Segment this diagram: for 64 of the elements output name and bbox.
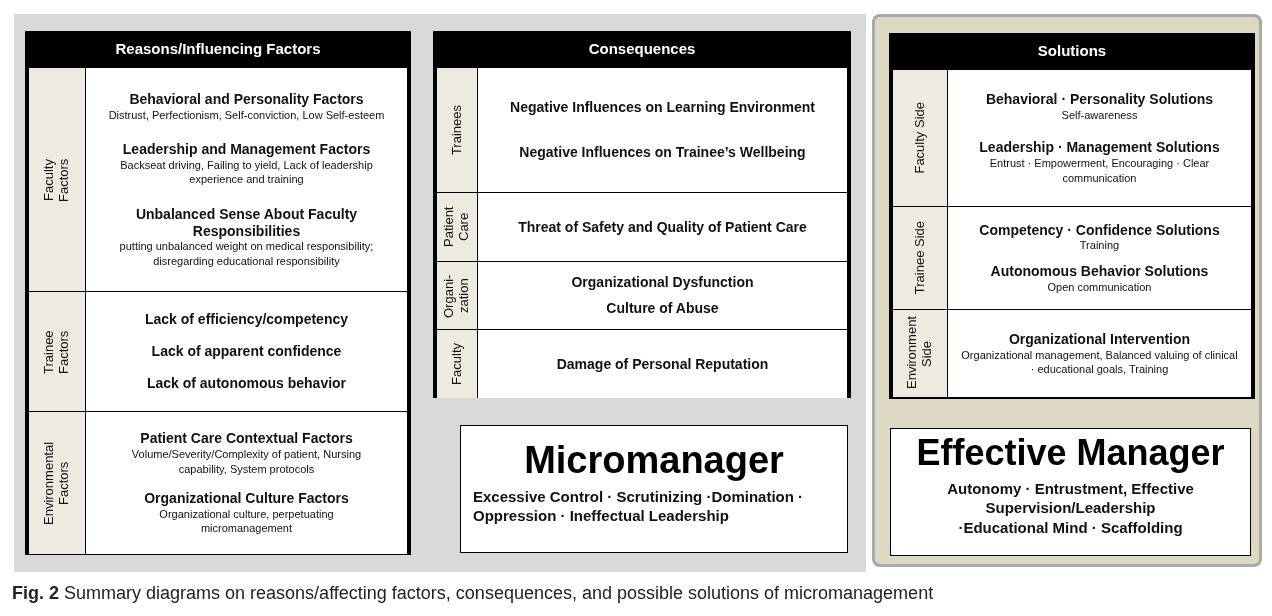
item-detail: Volume/Severity/Complexity of patient, Nursing capability, System protocols — [130, 447, 363, 476]
item-detail: Self-awareness — [1061, 107, 1138, 123]
content-cell — [948, 310, 1251, 397]
item-heading: Unbalanced Sense About Faculty Responsibilities — [134, 205, 359, 240]
summary-table — [433, 31, 851, 398]
content-cell — [478, 68, 847, 192]
item-heading: Lack of autonomous behavior — [146, 375, 347, 392]
category-cell: Trainees — [437, 68, 477, 192]
item-detail: Entrust · Empowerment, Encouraging · Clear communication — [988, 156, 1211, 185]
content-cell — [948, 207, 1251, 309]
table-header: Solutions — [1036, 41, 1108, 62]
item-heading: Leadership · Management Solutions — [979, 139, 1220, 157]
summary-table — [889, 33, 1255, 399]
panel-background — [14, 14, 866, 572]
content-cell — [948, 70, 1251, 206]
item-heading: Organizational Intervention — [1008, 330, 1191, 348]
content-cell — [86, 412, 407, 554]
category-cell: Faculty Factors — [29, 68, 85, 291]
category-cell: Trainee Side — [893, 207, 947, 309]
item-detail: Backseat driving, Failing to yield, Lack of leadership experience and training — [119, 158, 374, 187]
box-title: Effective Manager — [916, 434, 1225, 471]
item-heading: Damage of Personal Reputation — [556, 355, 769, 373]
item-detail: putting unbalanced weight on medical responsibility; disregarding educational responsibility — [118, 239, 375, 268]
item-heading: Threat of Safety and Quality of Patient Care — [518, 218, 807, 236]
box-description: Excessive Control · Scrutinizing ·Domination · Oppression · Ineffectual Leadership — [473, 486, 805, 526]
panel-background — [872, 14, 1262, 567]
item-heading: Organizational Dysfunction — [571, 274, 754, 292]
item-heading: Leadership and Management Factors — [122, 141, 371, 159]
item-heading: Competency · Confidence Solutions — [979, 221, 1220, 239]
content-cell — [478, 330, 847, 398]
item-detail: Training — [1079, 238, 1120, 253]
summary-box — [460, 425, 848, 553]
item-heading: Behavioral · Personality Solutions — [985, 91, 1214, 108]
item-heading: Culture of Abuse — [606, 299, 719, 317]
item-heading: Lack of apparent confidence — [151, 343, 342, 360]
item-detail: Organizational management, Balanced valuing of clinical · educational goals, Training — [960, 347, 1239, 377]
item-heading: Lack of efficiency/competency — [144, 311, 349, 328]
item-heading: Organizational Culture Factors — [144, 490, 349, 507]
item-heading: Negative Influences on Learning Environment — [510, 99, 815, 117]
table-header: Consequences — [587, 39, 697, 60]
category-cell: Patient Care — [437, 193, 477, 261]
box-title: Micromanager — [524, 440, 784, 479]
category-cell: Organi-zation — [437, 262, 477, 329]
item-detail: Distrust, Perfectionism, Self-conviction, Low Self-esteem — [108, 107, 385, 123]
category-cell: Environment Side — [893, 310, 947, 397]
summary-box — [890, 428, 1251, 556]
table-header: Reasons/Influencing Factors — [114, 39, 322, 60]
item-heading: Patient Care Contextual Factors — [140, 430, 353, 448]
category-cell: Faculty Side — [893, 70, 947, 206]
category-cell: Environmental Factors — [29, 412, 85, 554]
item-heading: Negative Influences on Trainee’s Wellbeing — [519, 143, 806, 161]
content-cell — [478, 262, 847, 329]
category-cell: Faculty — [437, 330, 477, 398]
item-heading: Behavioral and Personality Factors — [129, 91, 364, 108]
summary-table — [25, 31, 411, 555]
item-heading: Autonomous Behavior Solutions — [990, 263, 1209, 281]
box-description: Autonomy · Entrustment, Effective Supervision/Leadership ·Educational Mind · Scaffolding — [946, 478, 1195, 538]
category-cell: Trainee Factors — [29, 292, 85, 411]
figure-caption: Fig. 2 Summary diagrams on reasons/affecting factors, consequences, and possible solutions of micromanagement — [12, 582, 934, 605]
content-cell — [478, 193, 847, 261]
item-detail: Open communication — [1047, 280, 1152, 295]
content-cell — [86, 68, 407, 291]
item-detail: Organizational culture, perpetuating micromanagement — [158, 507, 335, 536]
content-cell — [86, 292, 407, 411]
